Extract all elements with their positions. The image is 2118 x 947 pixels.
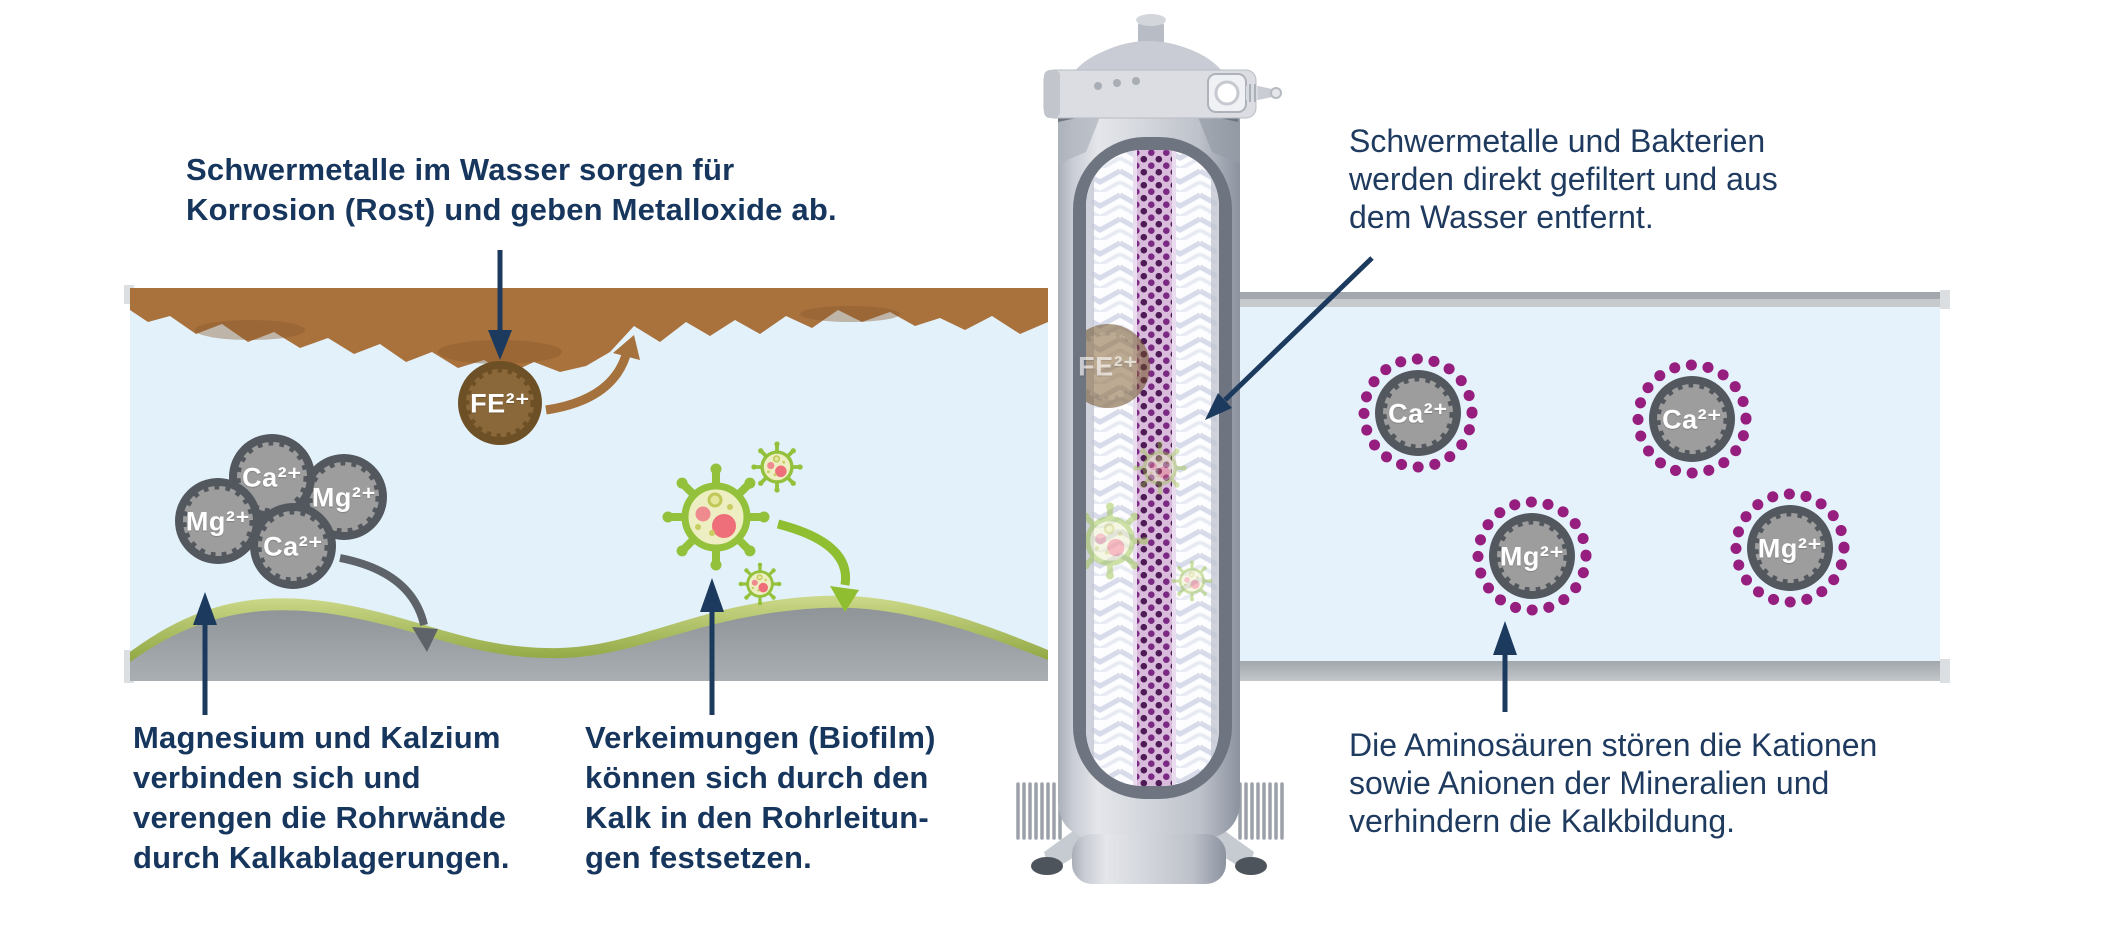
pleated-filter-left — [1092, 150, 1137, 786]
amino-note: Die Aminosäuren stören die Kationen sowi… — [1349, 727, 1878, 839]
virus-icon — [749, 439, 805, 495]
treated-ion-label: Ca²⁺ — [1662, 404, 1722, 435]
pipe-left — [124, 285, 1048, 683]
biofilm-note: Verkeimungen (Biofilm) können sich durch… — [585, 720, 936, 875]
pipe-right — [1240, 290, 1950, 683]
filter-valve — [1207, 73, 1282, 113]
iron-ion-label: FE²⁺ — [470, 388, 530, 419]
rust-layer — [130, 288, 1048, 374]
captured-iron-ion-label: FE²⁺ — [1078, 351, 1138, 382]
treated-ions — [1358, 353, 1850, 616]
filter-feet — [1031, 826, 1267, 875]
biofilm-arrow — [776, 519, 851, 586]
biofilm-arrowhead — [830, 586, 859, 612]
treated-ion-label: Mg²⁺ — [1757, 533, 1823, 564]
treated-ion — [1358, 353, 1478, 473]
filter-media — [1086, 150, 1219, 786]
limescale-arrowhead — [412, 627, 438, 652]
filtering-note: Schwermetalle und Bakterien werden direk… — [1349, 123, 1778, 235]
treated-ion-label: Ca²⁺ — [1388, 398, 1448, 429]
corrosion-arrow — [545, 353, 631, 415]
virus-icon — [663, 464, 770, 571]
filter-lid — [1043, 14, 1282, 122]
cluster-ion-label: Ca²⁺ — [242, 462, 302, 493]
limescale-arrow — [339, 554, 428, 627]
pipe-end-cap — [1940, 659, 1950, 683]
callout-arrowheads — [193, 330, 1517, 655]
filtering-callout-arrow — [1223, 256, 1374, 402]
pipe-wall-top-right — [1240, 292, 1946, 299]
corrosion-arrowhead — [613, 335, 640, 360]
pipe-wall-top-right — [1240, 299, 1946, 307]
cluster-ion-label: Mg²⁺ — [185, 506, 251, 537]
pipe-wall-bottom-right — [1240, 661, 1946, 681]
water-right — [1240, 305, 1940, 661]
cluster-ion-label: Ca²⁺ — [263, 531, 323, 562]
treated-ion-label: Mg²⁺ — [1499, 541, 1565, 572]
pipe-end-cap — [1940, 290, 1950, 309]
filter-cartridge-icon — [1016, 14, 1284, 884]
filter-threads — [1016, 782, 1284, 840]
virus-icon — [736, 560, 784, 608]
treated-ion — [1730, 488, 1850, 608]
captured-virus-icon — [1170, 559, 1214, 603]
callout-arrows — [202, 250, 1508, 715]
captured-virus-icon — [1131, 439, 1189, 497]
pipe-end-cap — [124, 285, 134, 304]
corrosion-note: Schwermetalle im Wasser sorgen für Korro… — [186, 152, 837, 227]
filter-base — [1072, 834, 1226, 884]
cluster-ion-label: Mg²⁺ — [311, 482, 377, 513]
treated-ion — [1472, 496, 1592, 616]
treated-ion — [1632, 359, 1752, 479]
pipe-end-cap — [124, 650, 134, 683]
limescale-note: Magnesium und Kalzium verbinden sich und… — [133, 720, 510, 875]
limescale-layer — [130, 595, 1048, 681]
